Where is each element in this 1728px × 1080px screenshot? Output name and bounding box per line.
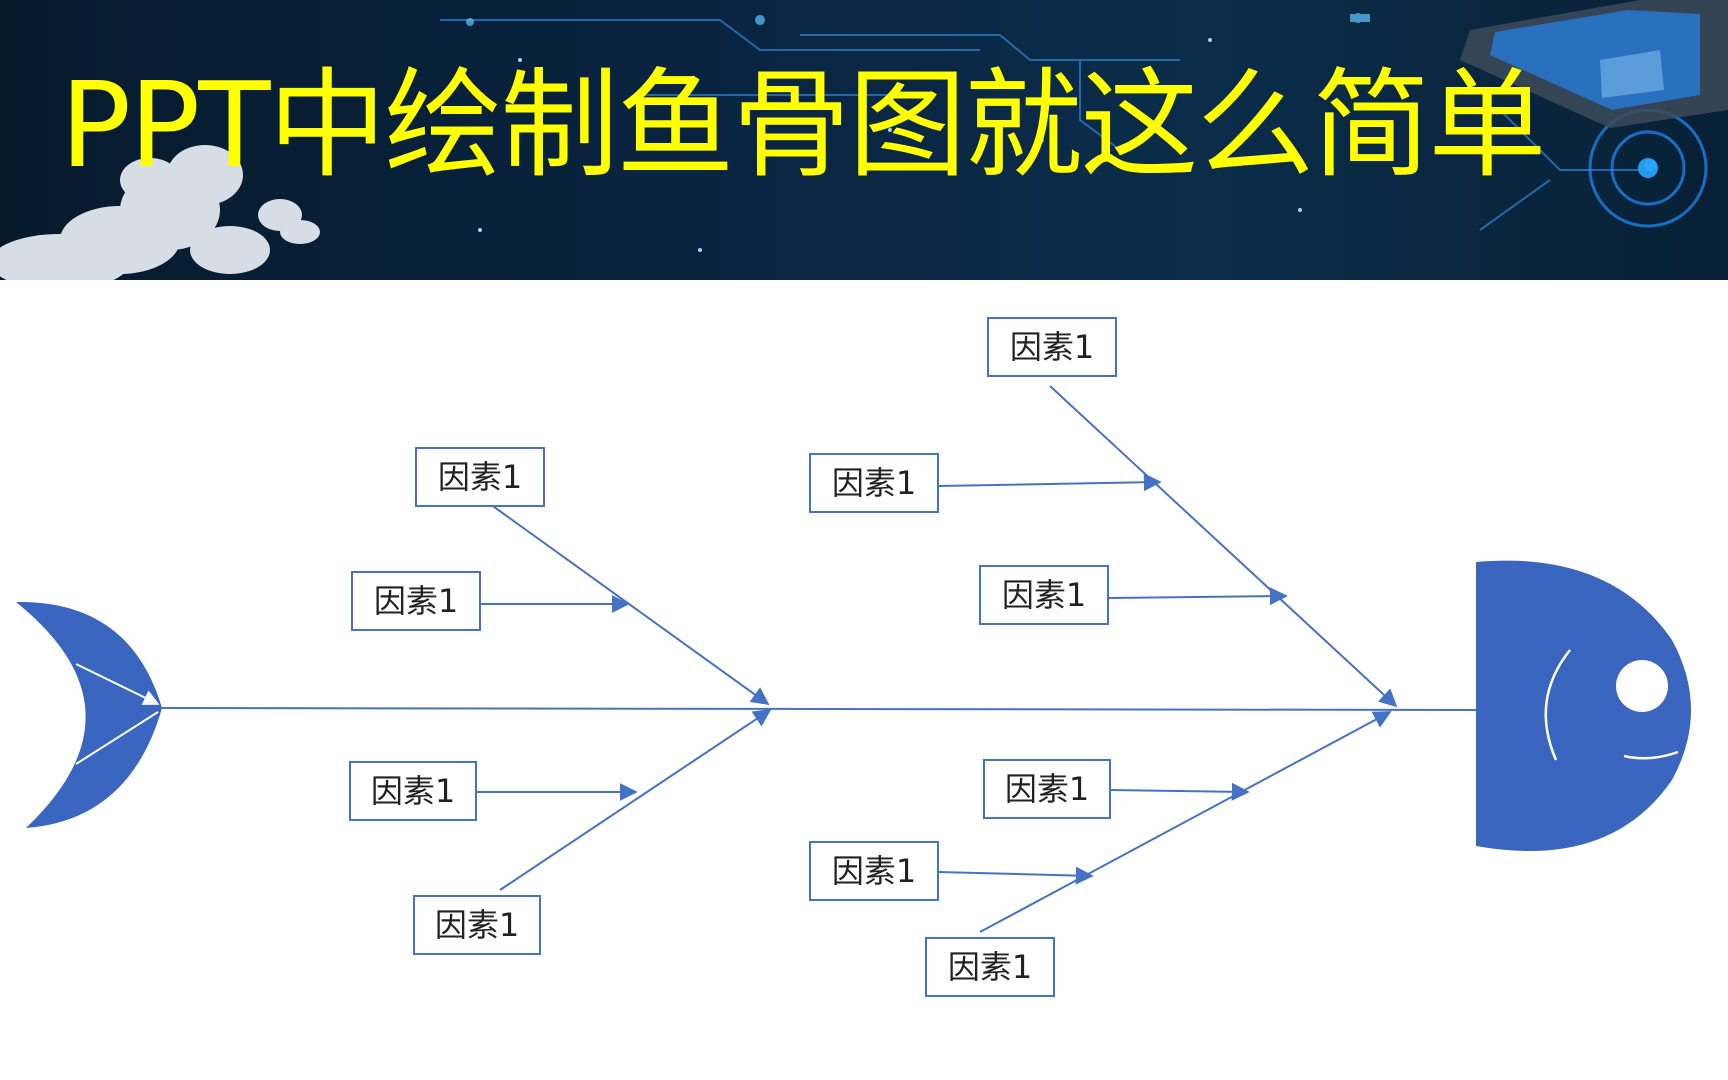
factor-label: 因素1 bbox=[832, 852, 916, 890]
factor-box: 因素1 bbox=[809, 453, 939, 513]
fish-eye bbox=[1616, 660, 1668, 712]
factor-label: 因素1 bbox=[374, 582, 458, 620]
factor-label: 因素1 bbox=[435, 906, 519, 944]
sub-bone-lower-right-mid bbox=[937, 866, 1094, 885]
factor-box: 因素1 bbox=[983, 759, 1111, 819]
factor-label: 因素1 bbox=[1002, 576, 1086, 614]
page-title: PPT中绘制鱼骨图就这么简单 bbox=[60, 56, 1546, 194]
fishbone-diagram: 因素1 因素1 因素1 因素1 因素1 因素1 因素1 因素1 bbox=[16, 317, 1691, 997]
factor-box: 因素1 bbox=[925, 937, 1055, 997]
factor-label: 因素1 bbox=[1005, 770, 1089, 808]
factor-label: 因素1 bbox=[832, 464, 916, 502]
tail-inner-line-lower bbox=[75, 711, 159, 765]
sub-bone-upper-right-low bbox=[1107, 587, 1288, 606]
factor-box: 因素1 bbox=[413, 895, 541, 955]
factor-box: 因素1 bbox=[809, 841, 939, 901]
factor-label: 因素1 bbox=[1010, 328, 1094, 366]
factor-label: 因素1 bbox=[371, 772, 455, 810]
bone-lower-right bbox=[979, 711, 1392, 933]
title-banner: PPT中绘制鱼骨图就这么简单 bbox=[0, 0, 1728, 280]
sub-bone-upper-right-mid bbox=[937, 473, 1162, 492]
factor-box: 因素1 bbox=[349, 761, 477, 821]
tech-background-decoration bbox=[0, 0, 1728, 280]
factor-label: 因素1 bbox=[948, 948, 1032, 986]
factor-box: 因素1 bbox=[415, 447, 545, 507]
fish-mouth bbox=[1623, 750, 1679, 760]
bone-upper-right bbox=[1049, 385, 1398, 708]
bone-lower-left bbox=[499, 709, 772, 891]
sub-bone-lower-right-top bbox=[1109, 782, 1250, 801]
factor-box: 因素1 bbox=[351, 571, 481, 631]
tail-inner-line-upper bbox=[75, 663, 160, 705]
factor-box: 因素1 bbox=[987, 317, 1117, 377]
fish-tail bbox=[16, 601, 162, 828]
fish-head bbox=[1476, 560, 1691, 852]
fish-gill bbox=[1544, 649, 1571, 761]
fish-spine bbox=[161, 707, 1477, 711]
factor-box: 因素1 bbox=[979, 565, 1109, 625]
factor-label: 因素1 bbox=[438, 458, 522, 496]
